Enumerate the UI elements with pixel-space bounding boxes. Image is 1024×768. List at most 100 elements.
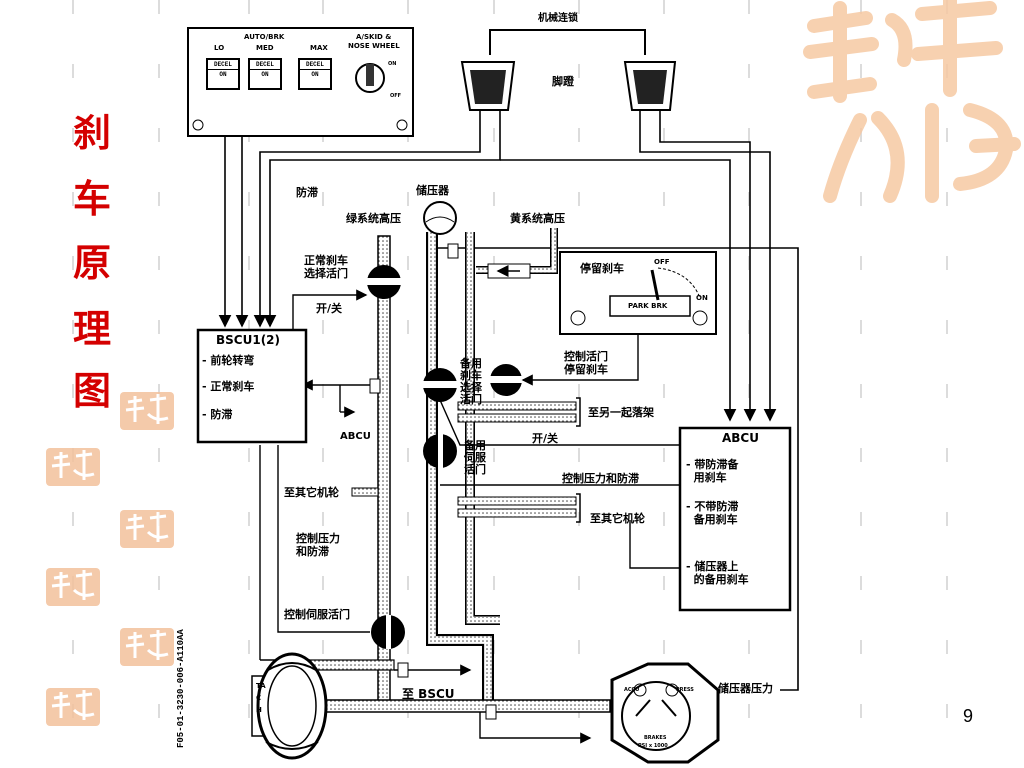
abcu-item: - 储压器上 的备用刹车 [686,560,749,586]
autobrk-med-label: MED [256,44,274,52]
accumulator-icon [423,201,457,235]
autobrk-header: AUTO/BRK [244,33,285,41]
other-gear-label: 至另一起落架 [588,406,654,419]
parking-on-label: ON [696,294,708,302]
label-line: 选择活门 [304,267,348,280]
bscu-box [196,328,308,444]
park-brk-label: PARK BRK [628,302,668,310]
alt-select-valve-label: 备用 刹车 选择 活门 [460,358,482,406]
label-line: 停留刹车 [564,363,608,376]
abcu-item-text: 用刹车 [693,471,727,484]
label-line: 备用 [460,357,482,370]
slide-title-char: 原 [72,240,111,285]
on-off-label-2: 开/关 [532,432,559,445]
seal-decoration [120,510,174,548]
decel-light: DECEL [300,60,330,70]
abcu-item-text: 带防滞备 [694,458,739,471]
on-light: ON [219,71,227,78]
decel-light: DECEL [208,60,238,70]
pedals-label: 脚蹬 [552,75,574,88]
tach-label: TACH [256,682,266,714]
page-number: 9 [963,706,974,726]
to-other-wheels-right-label: 至其它机轮 [590,512,645,525]
svg-text:F05-01-3230-006-A110AA: F05-01-3230-006-A110AA [176,629,186,748]
brake-schematic: AUTO/BRK LO MED MAX A/SKID & NOSE WHEEL … [170,0,830,768]
figure-code: F05-01-3230-006-A110AA [176,629,186,748]
antiskid-label: 防滞 [296,186,318,199]
pedal-icon [460,61,677,111]
to-bscu-label: 至 BSCU [402,687,455,701]
seal-decoration [120,392,174,430]
seal-decoration [46,688,100,726]
valve-icon [367,265,522,649]
gauge-press-label: PRESS [676,687,694,693]
guide-line [748,0,750,768]
label-line: 活门 [460,393,482,406]
control-pressure-antiskid-label: 控制压力和防滞 [562,472,639,485]
yellow-system-label: 黄系统高压 [510,212,565,225]
parking-off-label: OFF [654,258,670,266]
label-line: 控制活门 [564,350,608,363]
to-other-wheels-left-label: 至其它机轮 [284,486,339,499]
autobrk-med-button[interactable]: DECEL ON [248,58,282,90]
bscu-item-text: 正常刹车 [210,380,255,393]
decel-light: DECEL [250,60,280,70]
bscu-item-text: 防滞 [210,408,233,421]
seal-decoration [120,628,174,666]
autobrk-lo-button[interactable]: DECEL ON [206,58,240,90]
autobrk-lo-label: LO [214,44,225,52]
guide-line [663,0,665,768]
guide-line [946,0,948,768]
autobrk-max-button[interactable]: DECEL ON [298,58,332,90]
control-pressure-label: 控制压力 和防滞 [296,532,340,558]
servo-valve-label: 控制伺服活门 [284,608,350,621]
abcu-item-text: 的备用刹车 [693,573,749,586]
parking-brake-panel [559,251,717,335]
on-light: ON [261,71,269,78]
guide-line [407,0,409,768]
askid-label-line2: NOSE WHEEL [348,42,400,50]
mech-link-label: 机械连锁 [538,13,578,24]
bscu-item-text: 前轮转弯 [210,354,255,367]
label-line: 和防滞 [296,545,329,558]
seal-decoration [46,448,100,486]
abcu-item: - 不带防滞 备用刹车 [686,500,739,526]
accumulator-label: 储压器 [416,184,449,197]
green-system-label: 绿系统高压 [346,212,401,225]
on-light: ON [311,71,319,78]
slide-title-char: 车 [72,176,111,221]
label-line: 控制压力 [296,532,340,545]
bscu-title: BSCU1(2) [216,333,281,347]
abcu-box [678,426,792,612]
abcu-item: - 带防滞备 用刹车 [686,458,739,484]
label-line: 正常刹车 [304,254,348,267]
wheel-icon [251,652,328,760]
on-off-label: 开/关 [316,302,343,315]
gauge-psi-label: PSI x 1000 [638,743,668,749]
pressure-gauge-icon [610,662,720,764]
askid-off-label: OFF [390,93,402,99]
abcu-title: ABCU [722,431,759,445]
alt-servo-valve-label: 备用 伺服 活门 [464,440,486,476]
label-line: 刹车 [460,369,482,382]
bscu-item: - 正常刹车 [202,380,255,393]
label-line: 选择 [460,381,482,394]
slide-title-char: 理 [72,306,111,351]
guide-line [158,0,160,768]
slide-title-char: 刹 [72,110,111,155]
parking-brake-title: 停留刹车 [580,262,624,275]
abcu-item-text: 储压器上 [694,560,739,573]
autobrk-max-label: MAX [310,44,328,52]
abcu-item-text: 不带防滞 [694,500,739,513]
guide-line [578,0,580,768]
guide-line [72,0,74,768]
slide-title-char: 图 [72,368,111,413]
abcu-item-text: 备用刹车 [693,513,738,526]
askid-label-line1: A/SKID & [356,33,392,41]
label-line: 活门 [464,463,486,476]
guide-line [860,0,862,768]
abcu-small-label: ABCU [340,431,371,442]
guide-line [322,0,324,768]
accumulator-pressure-label: 储压器压力 [718,682,773,695]
normal-select-valve-label: 正常刹车 选择活门 [304,254,348,280]
